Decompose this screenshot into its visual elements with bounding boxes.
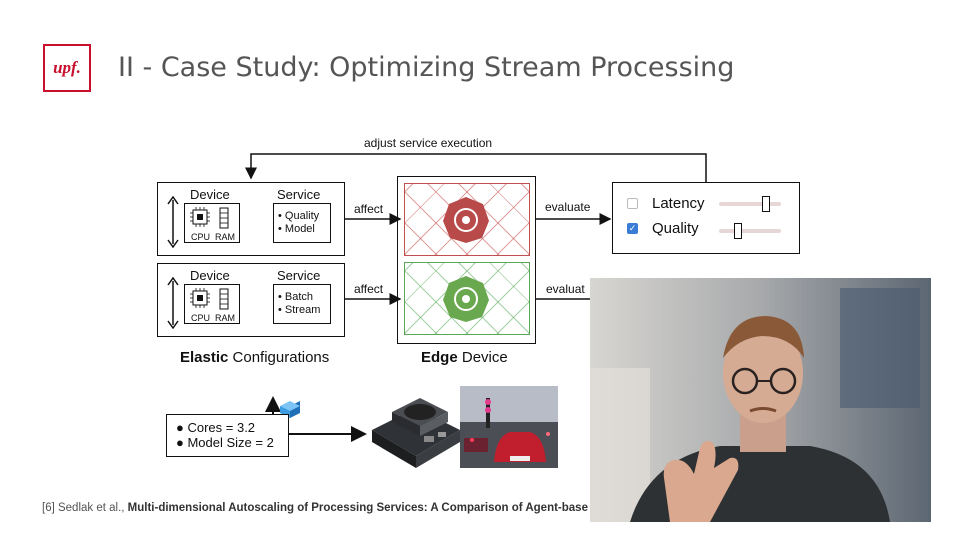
cube-icon (280, 401, 300, 418)
red-service-gear-icon (443, 197, 489, 243)
feedback-label: adjust service execution (364, 136, 493, 150)
service-box (273, 203, 331, 243)
affect-label: affect (354, 282, 384, 296)
vertical-scale-arrow-icon (167, 277, 179, 329)
latency-slider-track[interactable] (719, 202, 781, 206)
traffic-camera-image (460, 386, 558, 468)
elastic-caption: Elastic Configurations (180, 349, 330, 366)
service-item: • Stream (278, 304, 321, 316)
green-service-gear-icon (443, 276, 489, 322)
edge-board-image (372, 398, 460, 468)
edge-caption: Edge Device (421, 349, 508, 366)
service-box (273, 284, 331, 324)
cpu-label: CPU (191, 313, 211, 323)
metrics-panel (612, 182, 800, 254)
config-values-box (166, 414, 289, 457)
presenter-webcam (590, 278, 931, 522)
quality-slider-thumb[interactable] (734, 223, 742, 239)
cpu-ram-icon (190, 207, 229, 229)
edge-device-box (397, 176, 536, 344)
upf-logo: upf. (43, 44, 91, 92)
service-item: • Quality (278, 210, 320, 222)
service-label: Service (277, 187, 321, 202)
quality-checkbox[interactable]: ✓ (627, 223, 638, 234)
cpu-ram-icon (190, 288, 229, 310)
config-item: ● Model Size = 2 (176, 435, 274, 450)
citation-footer: [6] Sedlak et al., Multi-dimensional Aut… (42, 502, 588, 514)
slide-title: II - Case Study: Optimizing Stream Proce… (118, 52, 735, 83)
ram-label: RAM (215, 232, 235, 242)
service-item: • Batch (278, 291, 314, 303)
service-item: • Model (278, 223, 315, 235)
affect-label: affect (354, 202, 384, 216)
device-label: Device (190, 187, 230, 202)
service-label: Service (277, 268, 321, 283)
vertical-scale-arrow-icon (167, 196, 179, 248)
presenter-video-icon (590, 278, 931, 522)
evaluate-label: evaluate (545, 200, 591, 214)
latency-slider-thumb[interactable] (762, 196, 770, 212)
latency-checkbox[interactable] (627, 198, 638, 209)
ram-label: RAM (215, 313, 235, 323)
cpu-label: CPU (191, 232, 211, 242)
config-item: ● Cores = 3.2 (176, 420, 256, 435)
latency-label: Latency (652, 195, 705, 212)
evaluate-label: evaluat (546, 282, 585, 296)
quality-label: Quality (652, 220, 699, 237)
quality-slider-track[interactable] (719, 229, 781, 233)
device-label: Device (190, 268, 230, 283)
